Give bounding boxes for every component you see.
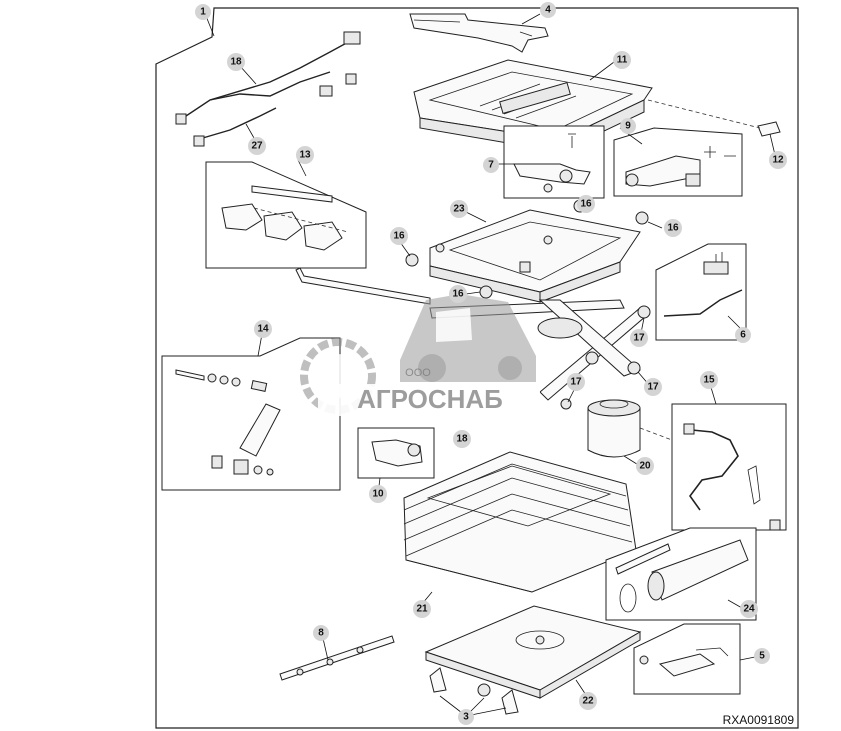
svg-text:17: 17 [570,377,582,388]
svg-text:17: 17 [633,333,645,344]
svg-text:3: 3 [463,712,469,723]
watermark-prefix: ООО [405,367,431,379]
reference-code: RXA0091809 [723,713,795,727]
part-air-spring [587,399,641,458]
part-bellows-sleeve [605,527,757,621]
svg-text:10: 10 [372,489,384,500]
callout-17a: 17 [630,329,648,347]
svg-text:4: 4 [545,5,551,16]
callout-21: 21 [413,600,431,618]
svg-text:17: 17 [647,382,659,393]
svg-text:8: 8 [318,628,324,639]
svg-text:16: 16 [393,231,405,242]
svg-text:12: 12 [772,155,784,166]
callout-16a: 16 [577,195,595,213]
part-switch-harness [633,623,741,695]
leader-dash-15 [639,427,673,441]
svg-text:15: 15 [703,375,715,386]
part-trim-covers-kit [205,161,367,269]
callout-24: 24 [740,600,758,618]
svg-text:9: 9 [625,121,631,132]
svg-text:16: 16 [580,199,592,210]
svg-text:16: 16 [452,289,464,300]
part-compressor [357,427,435,479]
svg-text:11: 11 [617,55,628,66]
svg-text:24: 24 [743,604,755,615]
part-air-line-kit [671,403,787,531]
watermark-logo: АГРОСНАБ ООО [300,294,540,416]
svg-text:22: 22 [582,696,594,707]
part-wiring-harness [175,31,361,147]
svg-text:20: 20 [639,461,651,472]
svg-text:5: 5 [759,651,765,662]
svg-text:27: 27 [251,141,263,152]
callout-7: 7 [483,157,499,173]
svg-text:18: 18 [230,57,242,68]
callout-5: 5 [754,648,770,664]
callout-13: 12 [769,151,787,169]
svg-text:14: 14 [257,324,269,335]
part-valve-assembly [613,127,743,197]
svg-text:18: 18 [456,434,468,445]
callout-10: 10 [369,485,387,503]
callout-16d: 16 [449,285,467,303]
svg-text:16: 16 [667,223,679,234]
callout-15: 15 [700,371,718,389]
callout-6: 6 [735,327,751,343]
callout-11: 11 [613,51,631,69]
watermark-brand: АГРОСНАБ [357,384,503,414]
part-bumper-strip [279,635,395,681]
callout-18: 18 [453,430,471,448]
callout-9: 9 [620,118,636,134]
part-shock-absorber-kit [161,337,341,491]
svg-text:13: 13 [299,150,311,161]
part-bracket [409,13,549,53]
callout-23: 22 [579,692,597,710]
callout-8: 8 [313,625,329,641]
part-bellows [403,451,637,593]
callout-16b: 16 [664,219,682,237]
leader-dash-13 [647,99,761,129]
callout-16c: 16 [390,227,408,245]
part-scissor-mechanism [429,299,651,410]
part-bushings [405,199,649,299]
part-buffers [429,667,519,715]
callout-17c: 17 [644,378,662,396]
callout-3: 3 [458,709,474,725]
part-sensor-assembly [655,243,747,341]
callout-22: 23 [450,200,468,218]
diagram-frame [155,7,799,729]
svg-text:23: 23 [453,204,465,215]
callout-12: 13 [296,146,314,164]
callout-20: 20 [636,457,654,475]
part-lower-frame [429,209,641,303]
part-base-plate [424,605,642,699]
callout-14: 14 [254,320,272,338]
callout-1: 1 [195,4,211,20]
svg-text:21: 21 [416,604,428,615]
part-actuator [503,125,605,199]
svg-text:1: 1 [200,7,206,18]
callout-27: 27 [248,137,266,155]
svg-text:6: 6 [740,330,746,341]
callout-17b: 17 [567,373,585,391]
callout-4: 4 [540,2,556,18]
svg-text:7: 7 [488,160,494,171]
part-cover-plate [757,121,781,137]
callout-19: 18 [227,53,245,71]
part-rod [295,267,431,305]
